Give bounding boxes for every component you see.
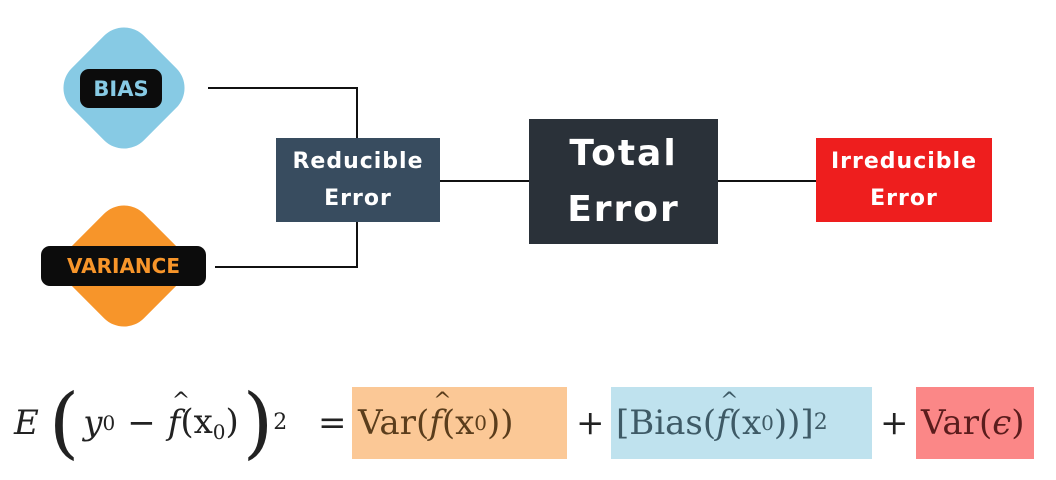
bias-variance-diagram: BIAS VARIANCE Reducible Error Total Erro… bbox=[41, 15, 992, 339]
expectation-symbol: E bbox=[14, 402, 39, 443]
bias-square: 2 bbox=[813, 410, 828, 435]
epsilon-symbol: ϵ bbox=[992, 402, 1012, 443]
bias-term: [Bias(f(x0))]2 bbox=[616, 375, 828, 470]
noise-close: ) bbox=[1011, 402, 1025, 443]
lhs-close-paren: ) bbox=[242, 377, 274, 468]
bias-connector-h bbox=[208, 87, 358, 89]
bias-arg-sub: 0 bbox=[761, 410, 774, 435]
bias-variance-formula: E ( y0 − f(x0) ) 2 = Var(f(x0)) + [Bias(… bbox=[0, 375, 1056, 470]
plus-sign-1: + bbox=[576, 375, 605, 470]
lhs-arg-sub: 0 bbox=[212, 419, 226, 444]
variance-label: VARIANCE bbox=[41, 246, 206, 286]
total-error-box: Total Error bbox=[529, 119, 718, 244]
equals-sign: = bbox=[318, 375, 347, 470]
reducible-to-total-connector bbox=[440, 180, 530, 182]
lhs-y-sub: 0 bbox=[102, 410, 116, 435]
equals-text: = bbox=[318, 402, 347, 443]
irreducible-error-box: Irreducible Error bbox=[816, 138, 992, 222]
var-f-hat: f bbox=[429, 389, 451, 443]
noise-term: Var(ϵ) bbox=[921, 375, 1025, 470]
noise-term-highlight bbox=[916, 387, 1034, 459]
plus1-text: + bbox=[576, 402, 605, 443]
lhs-arg: (x0) bbox=[180, 402, 238, 444]
reducible-error-box: Reducible Error bbox=[276, 138, 440, 222]
bias-term-highlight bbox=[611, 387, 872, 459]
lhs-minus: − bbox=[127, 402, 156, 443]
var-text: Var( bbox=[358, 402, 430, 443]
variance-connector-v bbox=[356, 221, 358, 268]
bias-close: ))] bbox=[773, 402, 814, 443]
lhs-f-hat: f bbox=[168, 389, 190, 443]
noise-text: Var( bbox=[921, 402, 993, 443]
var-arg-sub: 0 bbox=[474, 410, 488, 435]
plus-sign-2: + bbox=[880, 375, 909, 470]
variance-connector-h bbox=[215, 266, 358, 268]
bias-f-hat: f bbox=[716, 389, 738, 443]
bias-label: BIAS bbox=[80, 69, 162, 108]
variance-term-highlight bbox=[352, 387, 567, 459]
var-close: )) bbox=[487, 402, 514, 443]
formula-lhs: E ( y0 − f(x0) ) 2 bbox=[14, 375, 287, 470]
lhs-y: y bbox=[83, 402, 103, 443]
lhs-arg-close: ) bbox=[225, 401, 239, 442]
variance-term: Var(f(x0)) bbox=[358, 375, 514, 470]
lhs-open-paren: ( bbox=[48, 377, 80, 468]
total-to-irreducible-connector bbox=[717, 180, 816, 182]
lhs-square: 2 bbox=[273, 410, 288, 435]
bias-text: [Bias( bbox=[616, 402, 717, 443]
plus2-text: + bbox=[880, 402, 909, 443]
bias-connector-v bbox=[356, 87, 358, 139]
